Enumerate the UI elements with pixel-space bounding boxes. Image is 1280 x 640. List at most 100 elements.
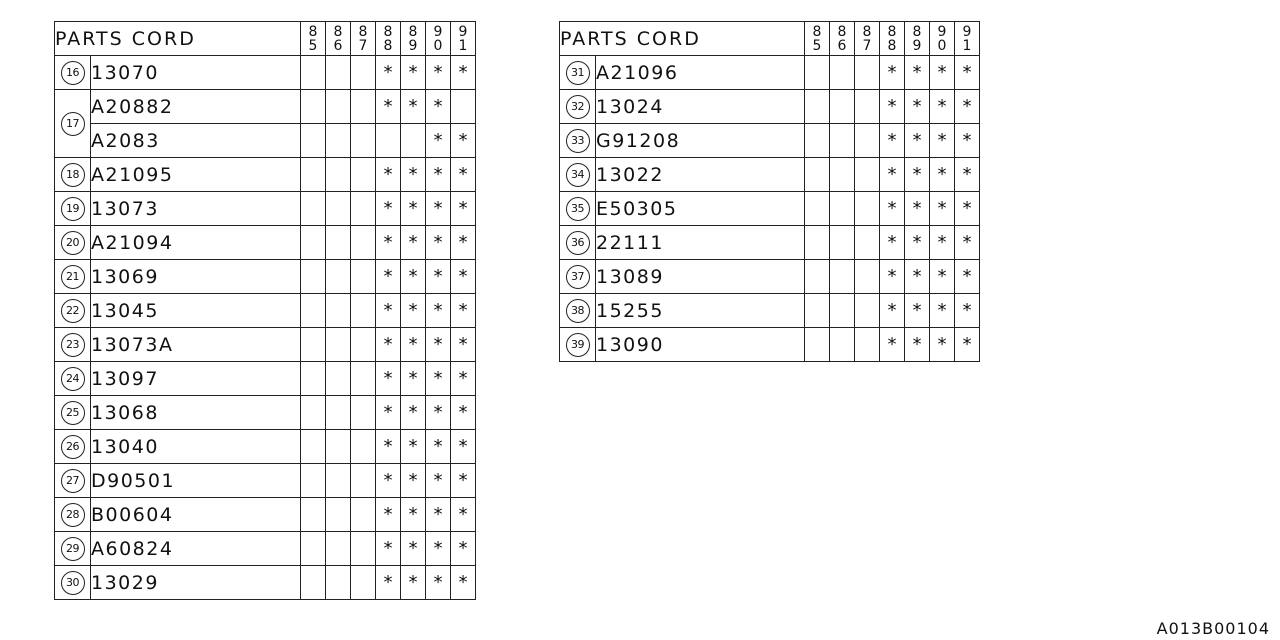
year-mark xyxy=(804,259,831,294)
year-mark xyxy=(300,157,327,192)
year-mark xyxy=(300,565,327,600)
year-mark xyxy=(829,89,856,124)
year-digit: 8 xyxy=(383,23,393,40)
item-number-badge: 19 xyxy=(60,196,85,221)
year-mark xyxy=(854,327,881,362)
year-mark: * xyxy=(375,565,402,600)
item-number-cell: 26 xyxy=(54,429,91,464)
item-number-badge: 35 xyxy=(565,196,590,221)
item-number-cell: 25 xyxy=(54,395,91,430)
year-mark: * xyxy=(375,463,402,498)
year-mark: * xyxy=(375,157,402,192)
year-mark xyxy=(325,191,352,226)
year-mark: * xyxy=(425,429,452,464)
year-digit: 6 xyxy=(333,37,343,54)
year-digit: 9 xyxy=(937,23,947,40)
year-mark: * xyxy=(954,123,981,158)
year-mark: * xyxy=(400,463,427,498)
year-mark: * xyxy=(450,361,477,396)
parts-cord-header: PARTS CORD xyxy=(53,21,302,56)
year-mark: * xyxy=(904,55,931,90)
item-number-badge: 28 xyxy=(60,502,85,527)
item-number-badge: 18 xyxy=(60,162,85,187)
year-mark: * xyxy=(954,225,981,260)
year-mark xyxy=(854,293,881,328)
year-mark: * xyxy=(425,463,452,498)
year-digit: 9 xyxy=(408,37,418,54)
year-digit: 0 xyxy=(433,37,443,54)
year-mark xyxy=(300,531,327,566)
year-mark: * xyxy=(954,327,981,362)
item-number-cell: 22 xyxy=(54,293,91,328)
item-number-badge: 16 xyxy=(60,60,85,85)
year-mark: * xyxy=(904,293,931,328)
year-mark xyxy=(854,123,881,158)
part-code: A20882 xyxy=(89,89,302,124)
year-mark: * xyxy=(425,531,452,566)
year-mark xyxy=(300,55,327,90)
year-mark xyxy=(829,157,856,192)
part-code: 13040 xyxy=(89,429,302,464)
year-mark xyxy=(325,361,352,396)
part-code: D90501 xyxy=(89,463,302,498)
year-digit: 8 xyxy=(837,23,847,40)
year-mark xyxy=(804,89,831,124)
year-mark xyxy=(854,89,881,124)
item-number-cell: 39 xyxy=(559,327,596,362)
year-mark: * xyxy=(375,327,402,362)
year-mark xyxy=(804,293,831,328)
item-number-badge: 38 xyxy=(565,298,590,323)
part-code: 13070 xyxy=(89,55,302,90)
part-code: A60824 xyxy=(89,531,302,566)
year-digit: 8 xyxy=(358,23,368,40)
year-mark xyxy=(350,327,377,362)
year-mark: * xyxy=(954,191,981,226)
year-mark xyxy=(350,191,377,226)
year-mark xyxy=(804,123,831,158)
year-mark: * xyxy=(375,259,402,294)
year-mark xyxy=(325,55,352,90)
part-code: 13090 xyxy=(594,327,806,362)
year-mark xyxy=(300,361,327,396)
year-mark xyxy=(325,225,352,260)
item-number-cell: 21 xyxy=(54,259,91,294)
year-mark xyxy=(300,123,327,158)
year-digit: 9 xyxy=(962,23,972,40)
year-mark: * xyxy=(929,259,956,294)
year-mark xyxy=(325,293,352,328)
part-code: 13045 xyxy=(89,293,302,328)
year-mark: * xyxy=(954,259,981,294)
year-mark: * xyxy=(375,395,402,430)
year-mark: * xyxy=(929,157,956,192)
year-mark: * xyxy=(425,259,452,294)
part-code: A21096 xyxy=(594,55,806,90)
item-number-badge: 36 xyxy=(565,230,590,255)
year-digit: 9 xyxy=(912,37,922,54)
year-mark: * xyxy=(450,429,477,464)
part-code: 22111 xyxy=(594,225,806,260)
table-row: A2083** xyxy=(55,123,477,158)
item-number-cell: 17 xyxy=(54,89,91,158)
part-code: G91208 xyxy=(594,123,806,158)
year-mark: * xyxy=(929,55,956,90)
